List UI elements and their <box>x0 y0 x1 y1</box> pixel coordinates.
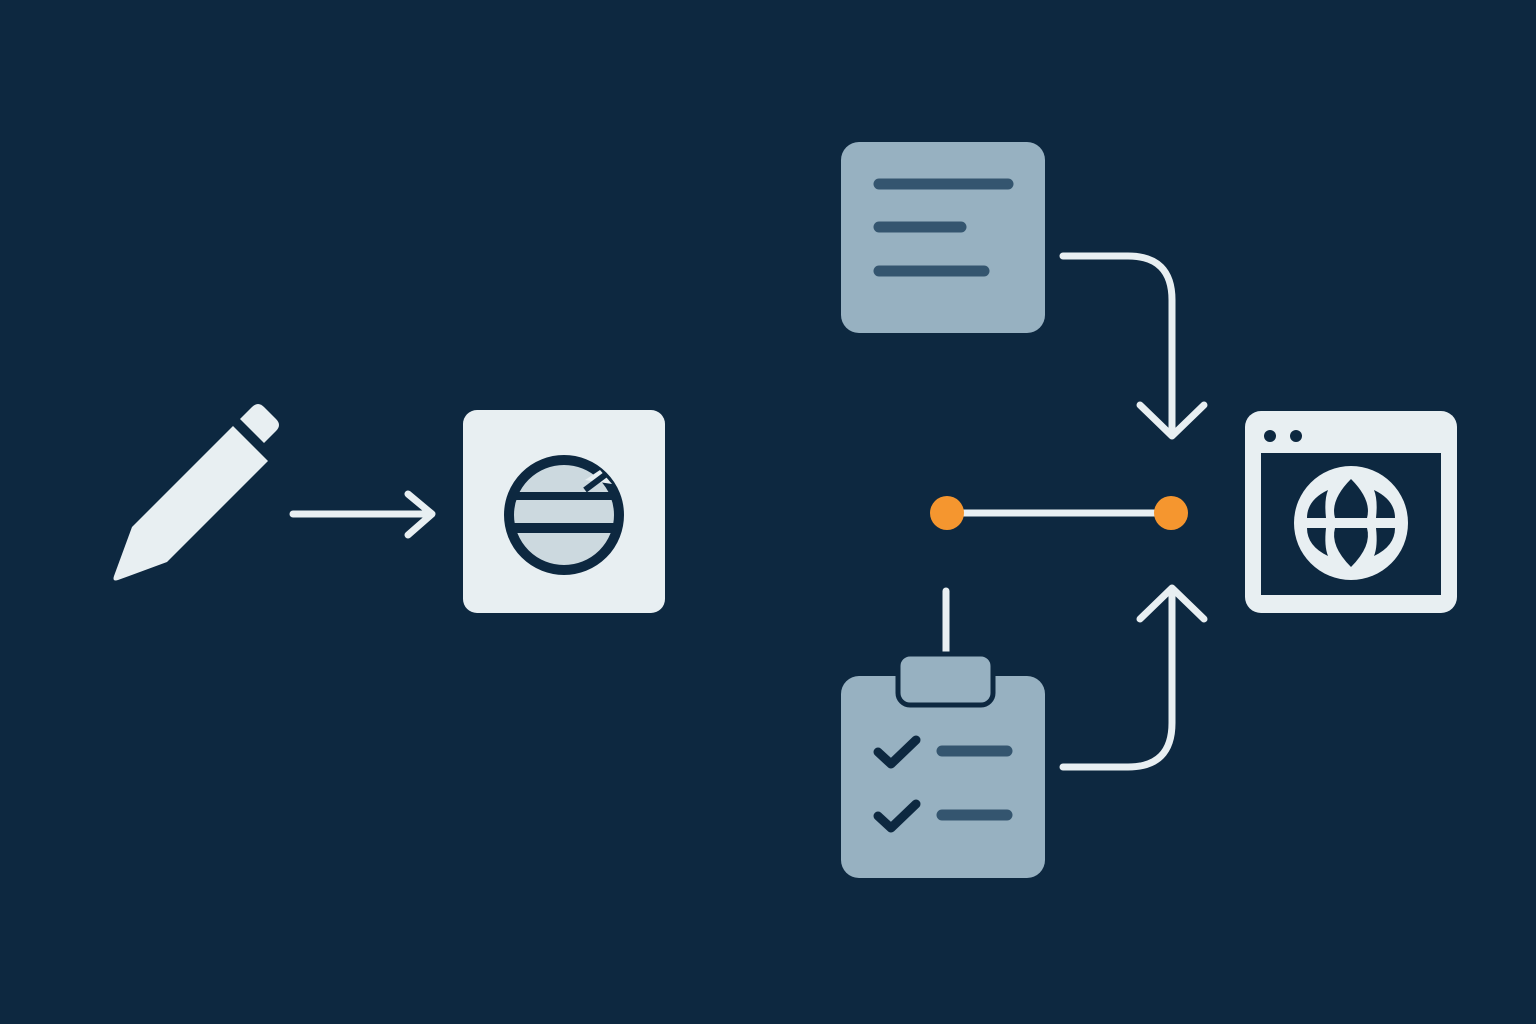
connector-node <box>930 496 1188 530</box>
storage-disc-icon <box>463 410 665 613</box>
connector-up-arrow <box>1059 584 1208 771</box>
browser-globe-icon <box>1245 411 1457 613</box>
document-card-icon <box>841 142 1045 333</box>
checklist-clipboard-icon <box>841 651 1045 878</box>
arrow-right-icon <box>289 490 436 539</box>
pencil-icon <box>113 404 279 581</box>
connector-down-arrow <box>1059 252 1208 440</box>
